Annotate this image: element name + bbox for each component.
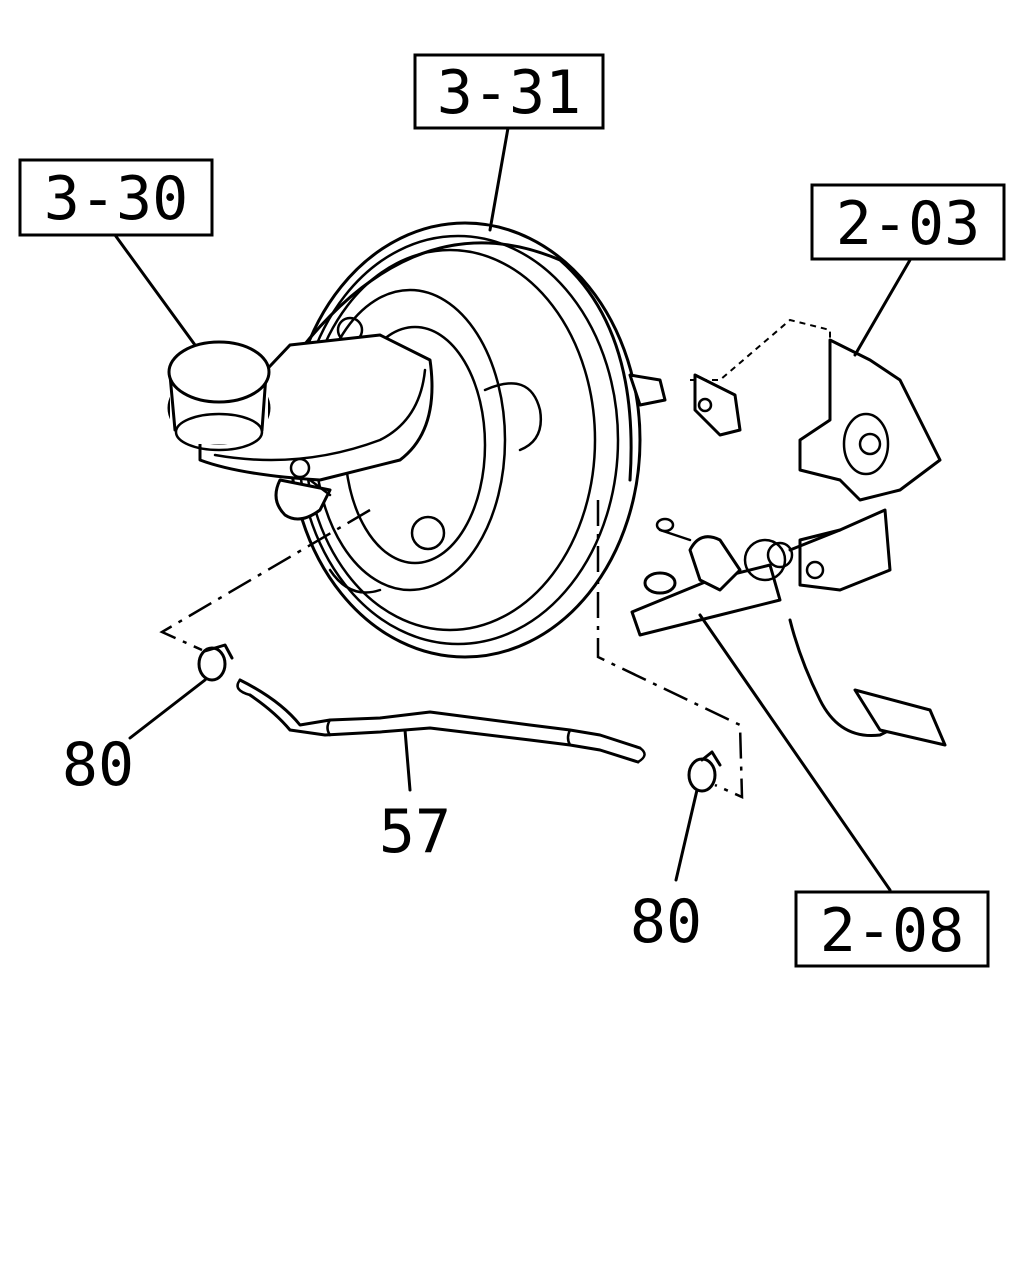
brake-booster[interactable]: [288, 221, 642, 659]
callout-2-03: 2-03: [810, 183, 1006, 261]
hose[interactable]: [236, 678, 646, 764]
callout-2-08: 2-08: [794, 890, 990, 968]
callout-label-3-30: 3-30: [44, 164, 189, 234]
callout-label-2-03: 2-03: [836, 189, 981, 259]
callout-3-30: 3-30: [18, 158, 214, 237]
master-cylinder[interactable]: [167, 333, 434, 521]
clamp-label-80-right: 80: [630, 887, 702, 957]
callout-label-2-08: 2-08: [820, 896, 965, 966]
callout-label-3-31: 3-31: [437, 58, 582, 128]
clutch-master-cylinder[interactable]: [630, 517, 842, 637]
hose-clamp-right[interactable]: [687, 750, 722, 793]
callout-3-31: 3-31: [413, 53, 605, 130]
hose-clamp-left[interactable]: [197, 643, 234, 682]
assembly-lines: [159, 500, 744, 799]
pedal-bracket[interactable]: [628, 318, 947, 747]
clamp-label-80-left: 80: [62, 730, 134, 800]
hose-label-57: 57: [379, 797, 451, 867]
leader-lines: [113, 126, 912, 892]
